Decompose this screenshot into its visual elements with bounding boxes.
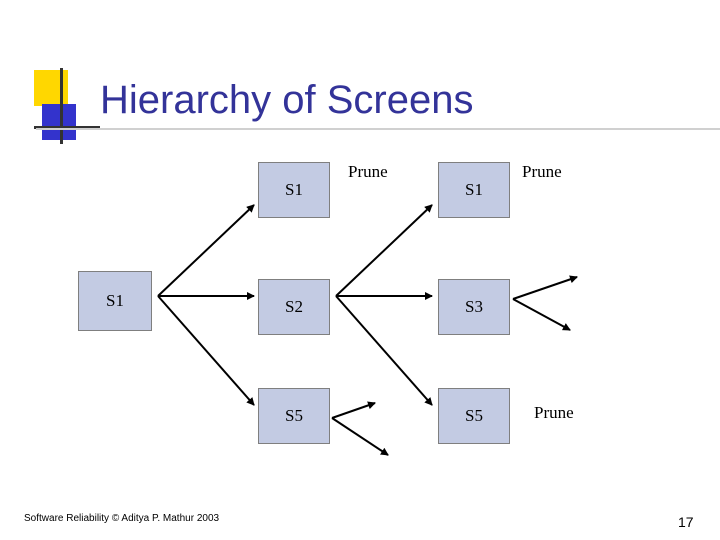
page-number: 17	[678, 514, 694, 530]
node-level1-s1: S1	[258, 162, 330, 218]
prune-label-s5: Prune	[534, 403, 574, 422]
edge-root-to-s1	[157, 204, 255, 297]
node-level1-s5: S5	[258, 388, 330, 444]
edge-root-to-s5	[157, 295, 255, 406]
prune-label-level1: Prune	[348, 162, 388, 181]
deco-horizontal-line	[34, 126, 100, 129]
slide-title: Hierarchy of Screens	[100, 78, 474, 122]
edge-s5-branch-up	[331, 401, 376, 419]
edge-s2-to-s1	[335, 204, 433, 297]
deco-vertical-line	[60, 68, 63, 144]
edge-s3-branch-down	[512, 298, 571, 331]
prune-label-level2: Prune	[522, 162, 562, 181]
title-decoration	[34, 68, 104, 144]
title-underline	[36, 128, 720, 130]
node-level2-s5: S5	[438, 388, 510, 444]
node-level2-s3: S3	[438, 279, 510, 335]
edge-s3-branch-up	[512, 275, 578, 300]
edge-s5-branch-down	[331, 417, 389, 456]
deco-blue-square	[42, 104, 76, 140]
node-level1-s2: S2	[258, 279, 330, 335]
node-root-s1: S1	[78, 271, 152, 331]
node-level2-s1: S1	[438, 162, 510, 218]
footer-text: Software Reliability © Aditya P. Mathur …	[24, 513, 220, 524]
edge-s2-to-s5	[335, 295, 433, 406]
